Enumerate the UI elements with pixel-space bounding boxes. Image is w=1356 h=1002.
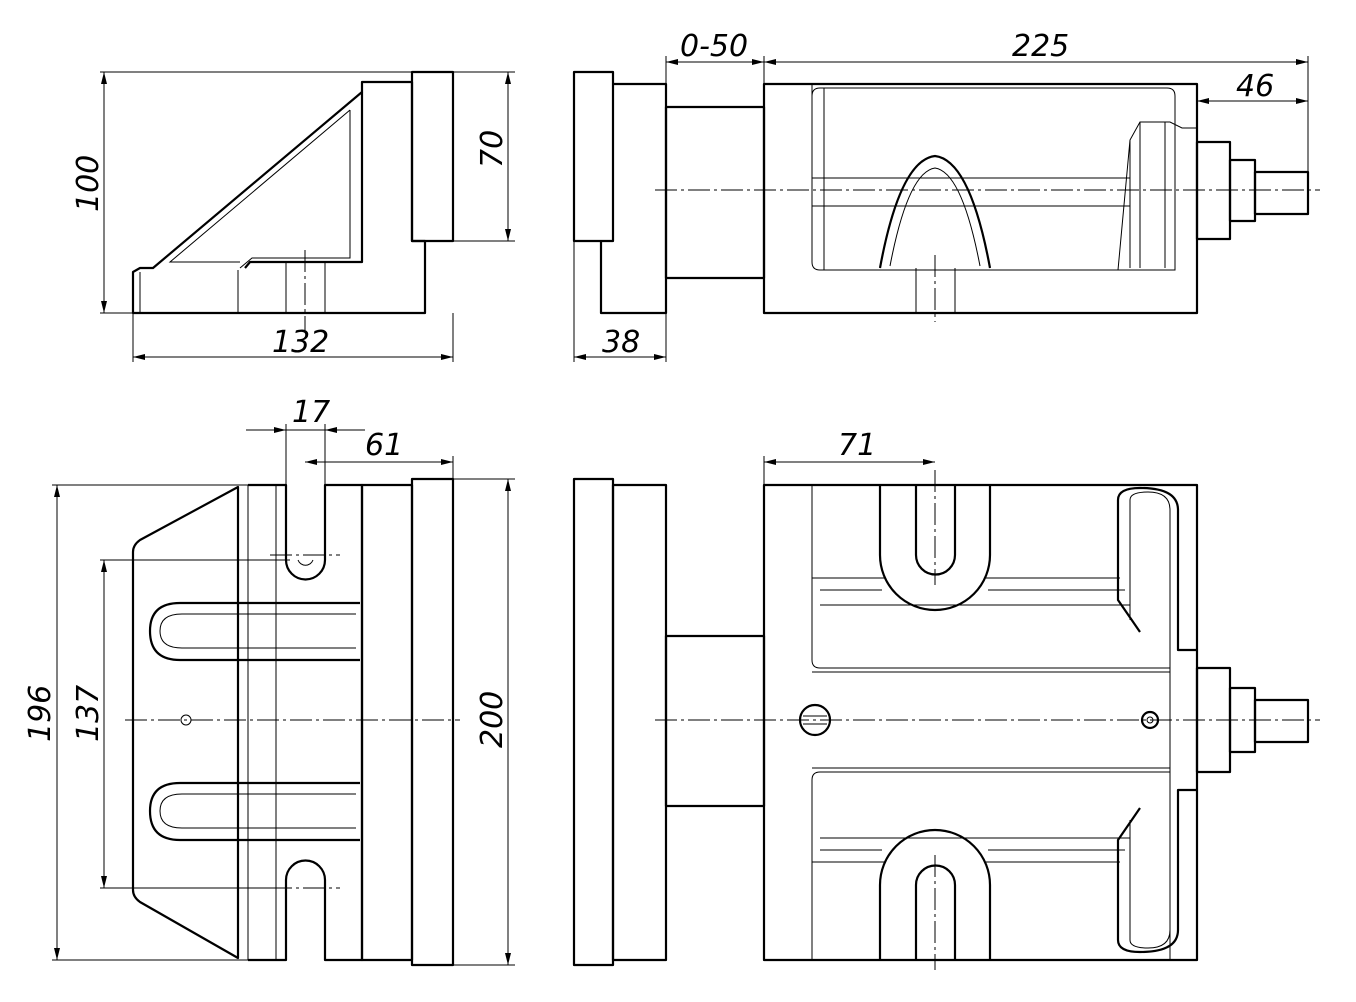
dim-jaw-opening: 0-50 — [680, 29, 748, 64]
dim-jaw-length: 200 — [475, 691, 510, 748]
front-view: 0-50 225 46 38 — [572, 29, 1320, 362]
dim-side-height: 100 — [71, 155, 106, 212]
dim-jaw-width: 38 — [602, 325, 640, 360]
dim-body-length: 225 — [1012, 29, 1069, 64]
dim-jaw-height: 70 — [475, 130, 510, 168]
plan-view: 196 137 200 17 61 — [23, 395, 515, 967]
dim-side-length: 132 — [272, 325, 329, 360]
dim-slot-width: 17 — [292, 395, 330, 430]
top-view: 71 — [572, 428, 1320, 970]
dim-slot-offset: 61 — [365, 428, 403, 463]
dim-slot-position: 71 — [838, 428, 876, 463]
dim-slot-spacing: 137 — [71, 685, 106, 742]
dim-screw-end: 46 — [1236, 69, 1274, 104]
dim-plan-width: 196 — [23, 685, 58, 742]
side-view: 100 70 132 — [71, 70, 515, 362]
